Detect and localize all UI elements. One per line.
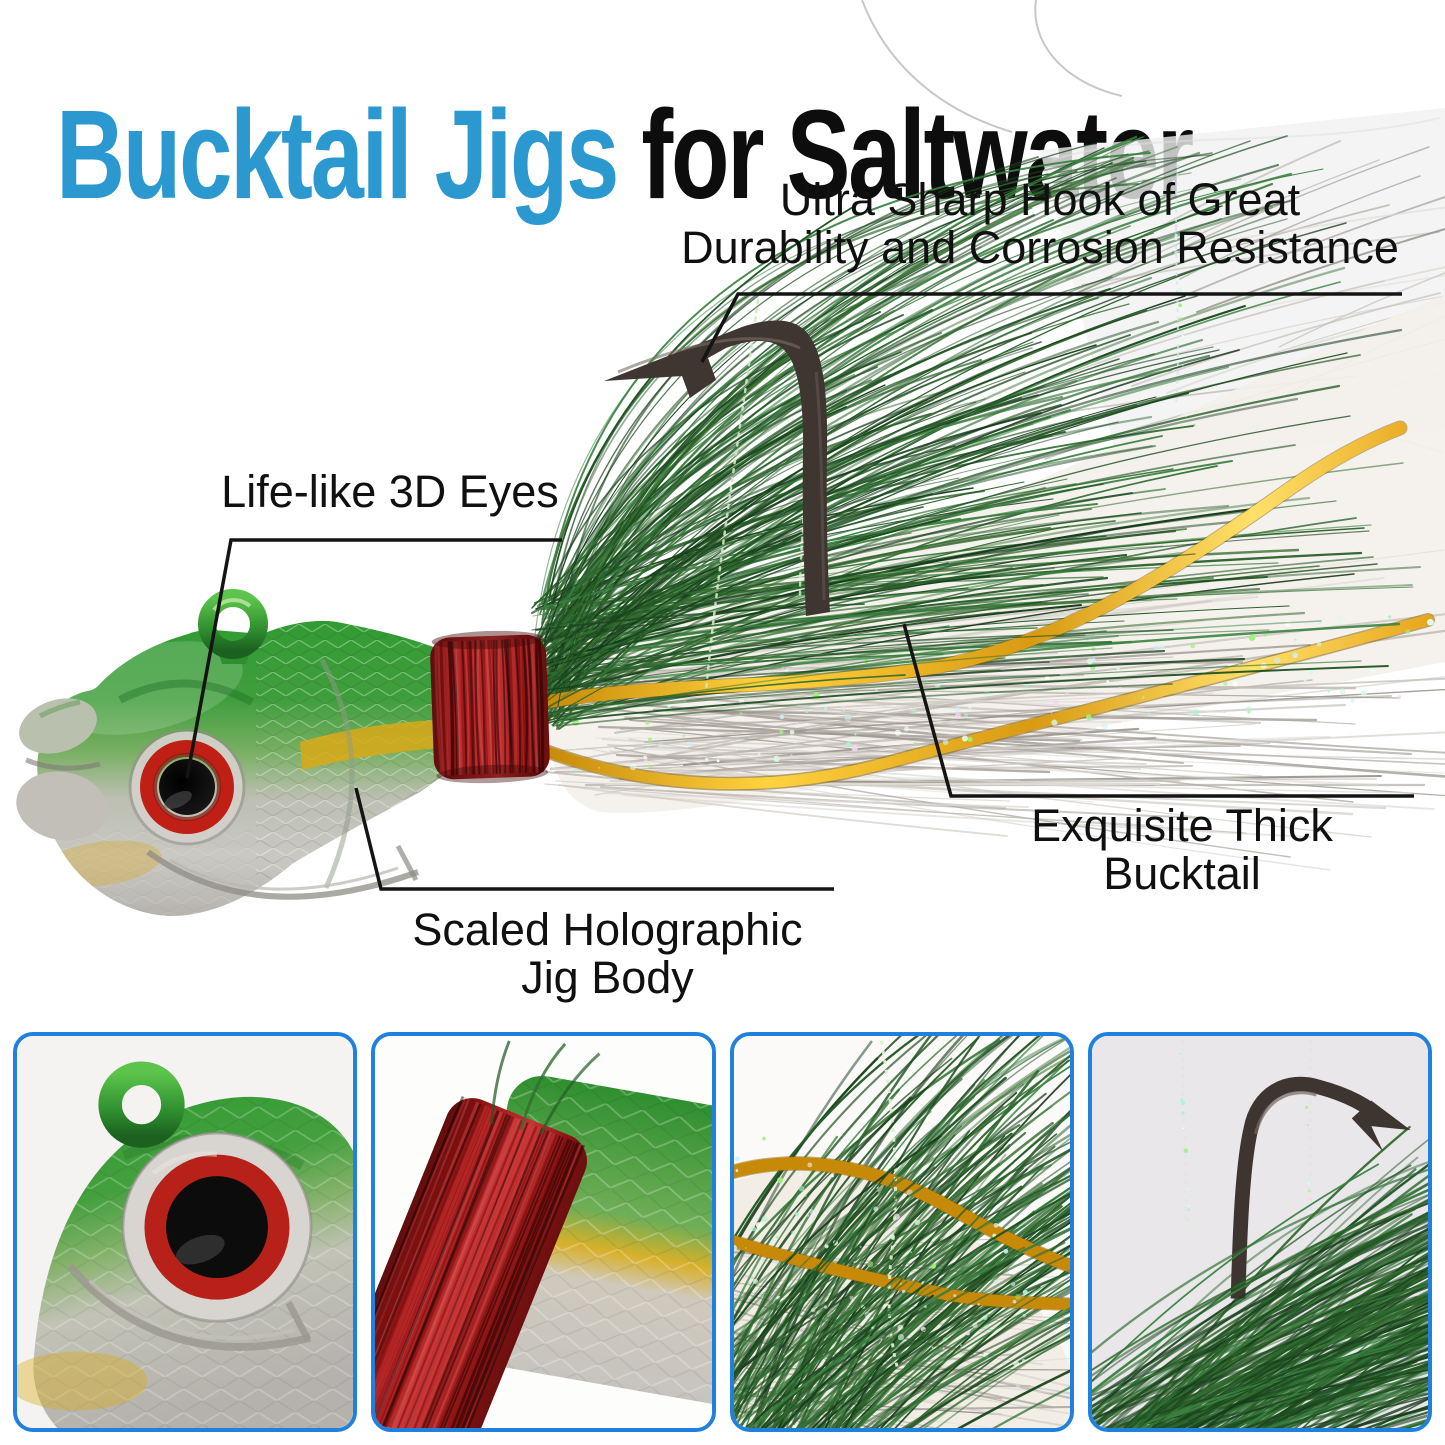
label-hook-line2: Durability and Corrosion Resistance bbox=[681, 222, 1399, 273]
mouth-slit bbox=[25, 757, 101, 771]
thumbnail-row bbox=[0, 1032, 1445, 1432]
label-bucktail: Exquisite Thick Bucktail bbox=[1002, 802, 1362, 898]
thread-wrap bbox=[430, 630, 550, 784]
thumbnail-head-closeup bbox=[13, 1032, 358, 1432]
label-hook-line1: Ultra Sharp Hook of Great bbox=[779, 174, 1301, 225]
callout-line-hook bbox=[700, 292, 1402, 363]
label-body: Scaled Holographic Jig Body bbox=[395, 906, 820, 1002]
lower-lip bbox=[16, 771, 108, 841]
jig-photo bbox=[16, 0, 1445, 917]
callout-line-eyes bbox=[185, 538, 562, 779]
line-tie-eyelet bbox=[198, 589, 268, 664]
label-bucktail-line2: Bucktail bbox=[1103, 848, 1261, 899]
callout-lines bbox=[185, 292, 1414, 891]
label-eyes: Life-like 3D Eyes bbox=[180, 468, 600, 516]
upper-lip bbox=[19, 698, 97, 754]
hook-closeup bbox=[1230, 1076, 1411, 1299]
label-bucktail-line1: Exquisite Thick bbox=[1031, 800, 1333, 851]
thumbnail-wrap-closeup bbox=[371, 1032, 716, 1432]
lateral-stripe bbox=[300, 720, 440, 770]
thumbnail-tinsel-closeup bbox=[729, 1032, 1074, 1432]
sparkle-trail bbox=[1172, 180, 1187, 418]
label-hook: Ultra Sharp Hook of Great Durability and… bbox=[645, 176, 1435, 272]
title-highlight: Bucktail Jigs bbox=[56, 84, 619, 226]
jig-eye bbox=[128, 728, 246, 846]
label-body-line1: Scaled Holographic bbox=[412, 904, 803, 955]
hook bbox=[604, 320, 830, 616]
brow-crease bbox=[118, 679, 254, 706]
gill-curve bbox=[319, 658, 355, 890]
bucktail-hairs-front bbox=[530, 170, 1196, 719]
thumbnail-hook-closeup bbox=[1087, 1032, 1432, 1432]
callout-line-body bbox=[354, 787, 834, 891]
jig-head bbox=[16, 589, 550, 917]
callout-line-bucktail bbox=[902, 623, 1414, 798]
label-eyes-line1: Life-like 3D Eyes bbox=[221, 466, 559, 517]
smile-curve bbox=[146, 849, 420, 900]
label-body-line2: Jig Body bbox=[521, 952, 694, 1003]
